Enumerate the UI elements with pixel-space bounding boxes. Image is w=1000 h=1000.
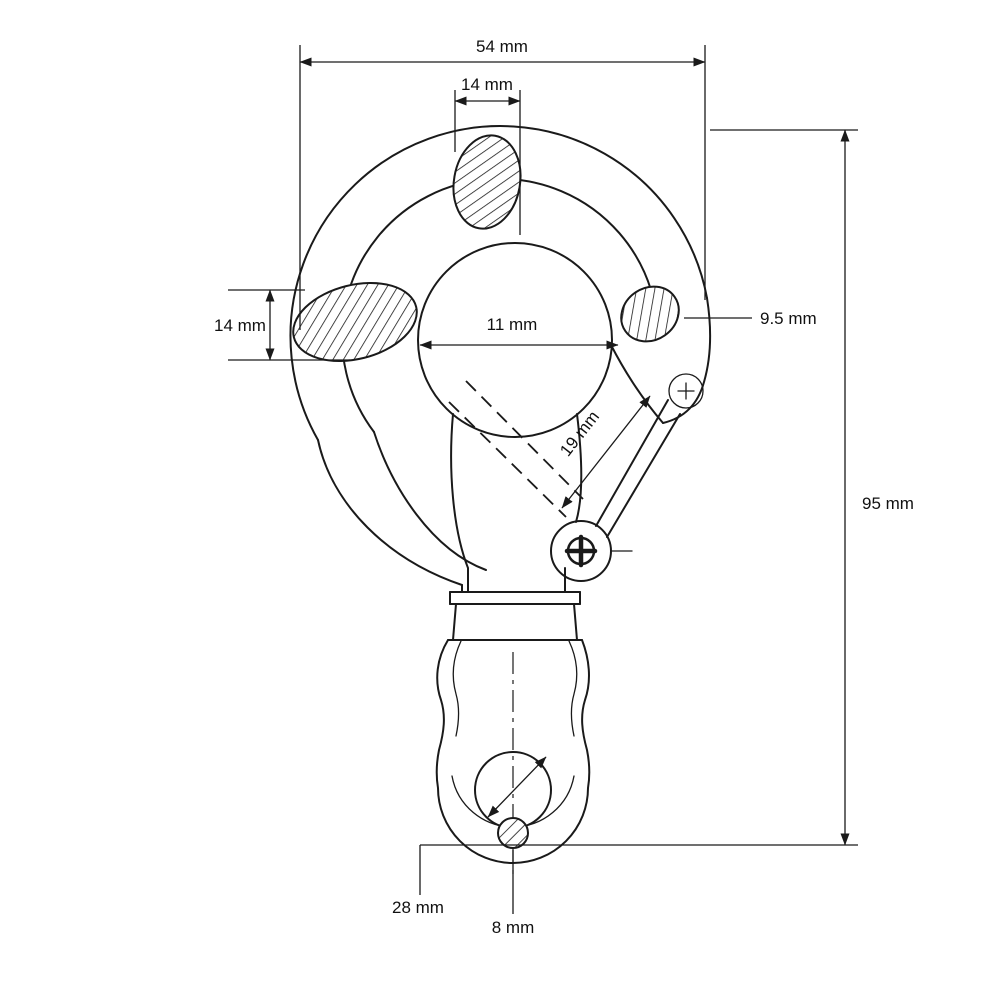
- cross-sections: [292, 134, 680, 849]
- left-cross-section-hatch: [292, 281, 418, 363]
- tip-inner-edge: [610, 344, 664, 424]
- dim-28-arrow: [487, 756, 547, 818]
- dim-54-label: 54 mm: [476, 37, 528, 56]
- tip-rivet-circle: [668, 373, 704, 409]
- neck2-left-edge: [452, 603, 457, 641]
- throat-opening-circle: [417, 242, 613, 438]
- dim-28-label: 28 mm: [392, 898, 444, 917]
- swivel-body-outline: [435, 639, 591, 864]
- hook-mid-left-lower: [373, 431, 487, 571]
- latch-open-position-dashed-1: [448, 401, 567, 518]
- tip-outer-edge: [662, 297, 712, 424]
- latch-pivot-outer-circle: [550, 520, 612, 582]
- neck2-right-edge: [573, 603, 578, 641]
- dimensions: 54 mm 14 mm 14 mm 11 mm 9.5 mm 19 mm: [214, 37, 914, 937]
- dim-8-label: 8 mm: [492, 918, 535, 937]
- bowl-inner-left: [450, 413, 469, 593]
- swivel-inner-left-contour: [452, 640, 462, 737]
- dim-9p5-label: 9.5 mm: [760, 309, 817, 328]
- hook-outer-left-lower: [317, 439, 463, 593]
- latch-edge-lower: [606, 413, 681, 538]
- hook-outline: [289, 125, 712, 880]
- dim-14top-label: 14 mm: [461, 75, 513, 94]
- dim-11-label: 11 mm: [487, 315, 538, 334]
- pin-cross-section-hatch: [497, 817, 529, 849]
- top-cross-section-hatch: [452, 134, 522, 230]
- dim-14left-label: 14 mm: [214, 316, 266, 335]
- hook-outer-arc: [289, 125, 708, 441]
- dim-95-label: 95 mm: [862, 494, 914, 513]
- swivel-inner-right-contour: [568, 640, 578, 737]
- tip-cross-section-hatch: [620, 285, 680, 343]
- dim-19-line: [561, 395, 651, 509]
